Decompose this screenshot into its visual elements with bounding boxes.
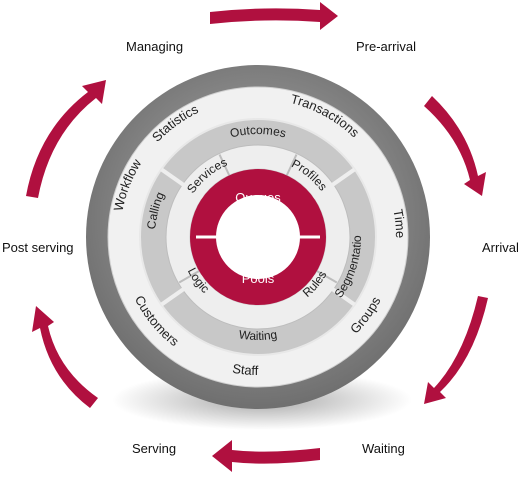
- label-staff: Staff: [231, 361, 258, 378]
- arrow-top: [210, 2, 338, 30]
- label-time: Time: [390, 208, 408, 238]
- core-label-pools: Pools: [242, 271, 275, 286]
- arrow-bottom: [212, 440, 320, 472]
- cycle-label-waiting: Waiting: [362, 441, 405, 456]
- cycle-arrows: [26, 2, 488, 472]
- label-outcomes: Outcomes: [229, 123, 288, 141]
- arrow-right-upper: [424, 96, 486, 196]
- core-label-queues: Queues: [235, 190, 281, 205]
- cycle-label-pre-arrival: Pre-arrival: [356, 39, 416, 54]
- arrow-right-lower: [424, 296, 488, 404]
- core-center: [218, 197, 298, 277]
- label-waiting-ring: Waiting: [238, 327, 278, 343]
- cycle-label-managing: Managing: [126, 39, 183, 54]
- arrow-left-lower: [32, 306, 98, 408]
- cycle-label-post-serving: Post serving: [2, 240, 74, 255]
- cycle-label-arrival: Arrival: [482, 240, 519, 255]
- arrow-left-upper: [26, 80, 106, 198]
- cycle-label-serving: Serving: [132, 441, 176, 456]
